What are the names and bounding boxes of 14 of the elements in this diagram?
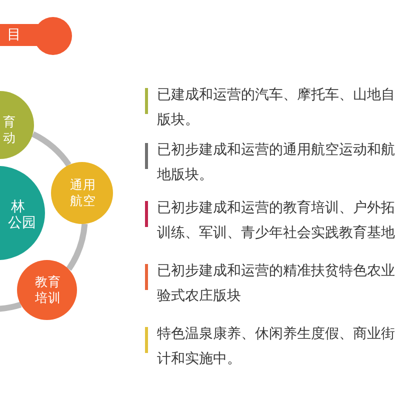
list-item-text: 已初步建成和运营的通用航空运动和航地版块。: [157, 141, 396, 185]
circle-label: 通用航空: [70, 177, 97, 209]
circle-label: 教育培训: [35, 274, 62, 306]
title-banner: 目: [0, 16, 73, 56]
ring-connector: [66, 224, 88, 271]
list-item-text: 已初步建成和运营的精准扶贫特色农业验式农庄版块: [157, 262, 396, 306]
list-item-text: 已初步建成和运营的教育培训、户外拓训练、军训、青少年社会实践教育基地: [157, 199, 396, 243]
ring-connector: [32, 132, 72, 167]
circle-label: 林公园: [8, 199, 37, 231]
list-item-text: 特色温泉康养、休闲养生度假、商业街计和实施中。: [157, 325, 396, 369]
circle-label: 育动: [3, 114, 17, 146]
topic-circle: [17, 260, 77, 320]
list-item-text: 已建成和运营的汽车、摩托车、山地自版块。: [157, 86, 396, 130]
ring-connector: [0, 302, 22, 312]
